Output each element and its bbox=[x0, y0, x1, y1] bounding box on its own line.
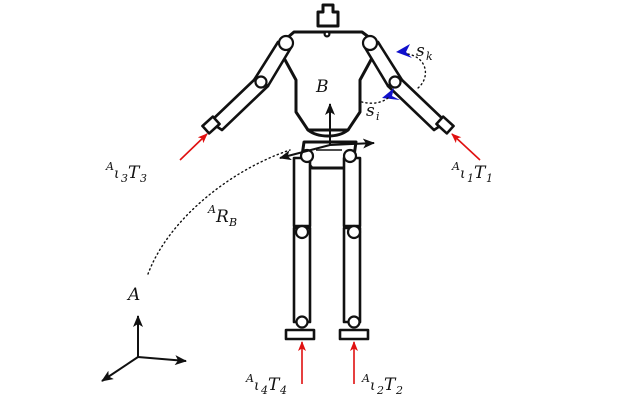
svg-text:s: s bbox=[416, 41, 425, 61]
frame-a-label: A bbox=[126, 285, 140, 305]
left-knee-joint bbox=[346, 224, 362, 240]
svg-text:R: R bbox=[215, 207, 229, 227]
sensor-k-arrow bbox=[396, 44, 412, 58]
right-shin bbox=[292, 226, 312, 324]
frame-b-label: B bbox=[315, 77, 329, 97]
frame-a-y-axis bbox=[101, 356, 139, 382]
right-ankle-joint bbox=[295, 315, 309, 329]
left-hip-joint bbox=[342, 148, 358, 164]
svg-text:A: A bbox=[245, 372, 254, 385]
label-t3: A ι 3 T 3 bbox=[105, 160, 147, 185]
left-shin bbox=[342, 226, 362, 324]
svg-text:T: T bbox=[268, 375, 281, 395]
label-t1: A ι 1 T 1 bbox=[451, 160, 493, 185]
svg-text:3: 3 bbox=[121, 172, 128, 185]
svg-text:T: T bbox=[474, 163, 487, 183]
robot-head bbox=[316, 3, 340, 28]
svg-text:2: 2 bbox=[395, 384, 403, 397]
frame-a-x-axis bbox=[137, 355, 187, 366]
frame-a-axes bbox=[101, 315, 187, 382]
svg-text:2: 2 bbox=[376, 384, 384, 397]
robot-right-leg bbox=[284, 148, 316, 341]
label-t4: A ι 4 T 4 bbox=[245, 372, 287, 397]
svg-text:4: 4 bbox=[260, 384, 268, 397]
force-arrow-t3 bbox=[179, 133, 208, 161]
right-elbow-joint bbox=[254, 75, 268, 89]
rotation-arc bbox=[147, 149, 291, 275]
right-thigh bbox=[292, 156, 312, 228]
svg-text:i: i bbox=[376, 110, 380, 123]
robot-chest bbox=[278, 30, 380, 132]
sensor-k-label: s k bbox=[416, 41, 433, 63]
svg-text:ι: ι bbox=[114, 166, 120, 182]
robot-waist bbox=[306, 128, 350, 138]
svg-text:3: 3 bbox=[140, 172, 147, 185]
svg-text:4: 4 bbox=[279, 384, 287, 397]
frame-b-x-axis bbox=[329, 138, 375, 149]
svg-text:T: T bbox=[384, 375, 397, 395]
left-hand bbox=[435, 115, 455, 135]
svg-text:1: 1 bbox=[486, 172, 493, 185]
left-foot bbox=[338, 328, 370, 341]
sensor-i-arrow bbox=[382, 88, 400, 100]
robot-left-arm bbox=[361, 34, 455, 135]
svg-text:ι: ι bbox=[254, 378, 260, 394]
neck-joint bbox=[323, 30, 331, 38]
sensor-k-dotted bbox=[407, 53, 427, 89]
left-ankle-joint bbox=[347, 315, 361, 329]
left-elbow-joint bbox=[388, 75, 402, 89]
frame-b-axes bbox=[279, 103, 375, 161]
robot-right-arm bbox=[201, 34, 295, 135]
sensor-i-dotted bbox=[361, 97, 389, 104]
right-knee-joint bbox=[294, 224, 310, 240]
svg-text:s: s bbox=[366, 101, 375, 121]
left-thigh bbox=[342, 156, 362, 228]
svg-text:ι: ι bbox=[460, 166, 466, 182]
svg-text:B: B bbox=[228, 216, 237, 229]
svg-text:A: A bbox=[361, 372, 370, 385]
force-arrow-t1 bbox=[451, 133, 481, 161]
svg-text:A: A bbox=[207, 203, 216, 216]
right-foot bbox=[284, 328, 316, 341]
rotation-label: A R B bbox=[207, 203, 237, 229]
robot-left-leg bbox=[338, 148, 370, 341]
sensor-i-label: s i bbox=[366, 101, 380, 123]
left-shoulder-joint bbox=[361, 34, 379, 52]
right-hand bbox=[201, 115, 221, 135]
svg-text:T: T bbox=[128, 163, 141, 183]
frame-b-y-axis bbox=[279, 144, 331, 161]
right-shoulder-joint bbox=[277, 34, 295, 52]
svg-text:ι: ι bbox=[370, 378, 376, 394]
svg-text:A: A bbox=[105, 160, 114, 173]
svg-text:k: k bbox=[426, 50, 433, 63]
svg-text:1: 1 bbox=[467, 172, 474, 185]
svg-text:A: A bbox=[451, 160, 460, 173]
label-t2: A ι 2 T 2 bbox=[361, 372, 403, 397]
